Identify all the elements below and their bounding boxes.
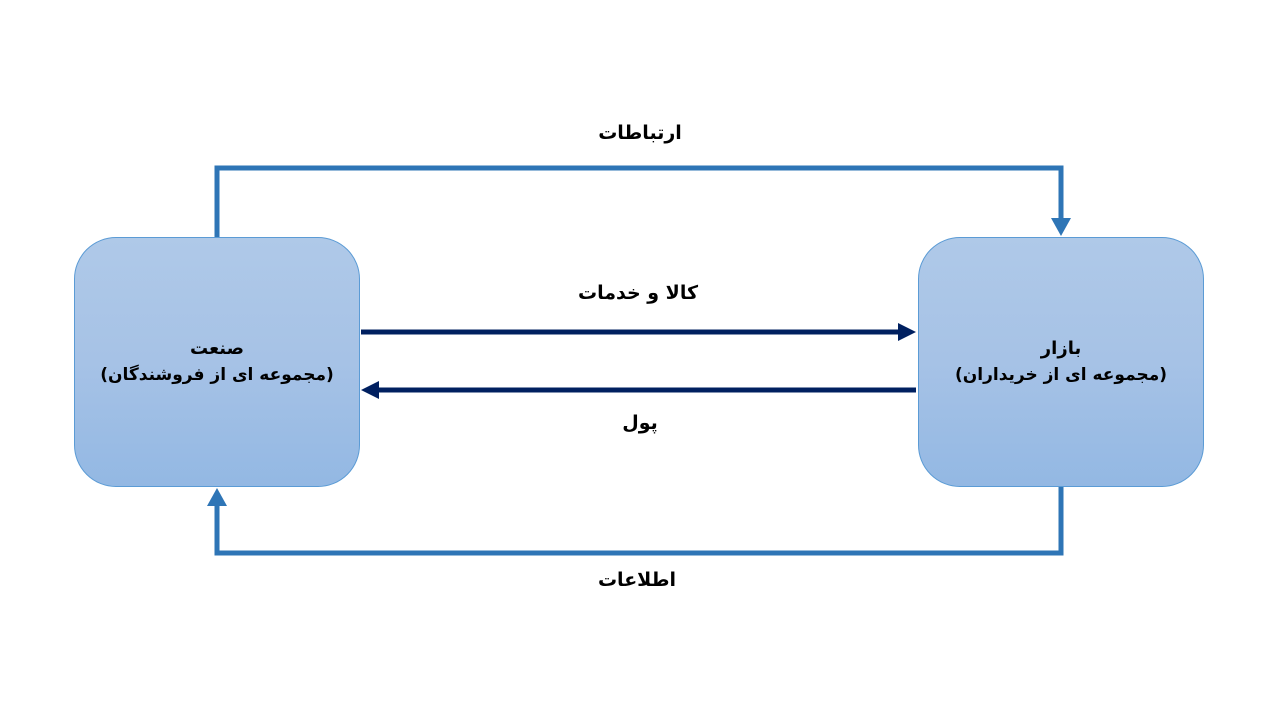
- money-label: پول: [622, 412, 658, 434]
- information-arrow: [207, 487, 1064, 556]
- industry-node: صنعت (مجموعه ای از فروشندگان): [74, 237, 360, 487]
- industry-title: صنعت: [190, 338, 244, 359]
- money-arrow: [361, 381, 916, 399]
- communications-label: ارتباطات: [598, 122, 682, 144]
- market-subtitle: (مجموعه ای از خریداران): [954, 365, 1168, 385]
- goods-services-label: کالا و خدمات: [577, 282, 699, 304]
- goods-services-arrow: [361, 323, 916, 341]
- market-node: بازار (مجموعه ای از خریداران): [918, 237, 1204, 487]
- industry-subtitle: (مجموعه ای از فروشندگان): [100, 365, 334, 385]
- communications-arrow: [214, 165, 1071, 237]
- information-label: اطلاعات: [597, 569, 677, 591]
- market-title: بازار: [1040, 338, 1082, 359]
